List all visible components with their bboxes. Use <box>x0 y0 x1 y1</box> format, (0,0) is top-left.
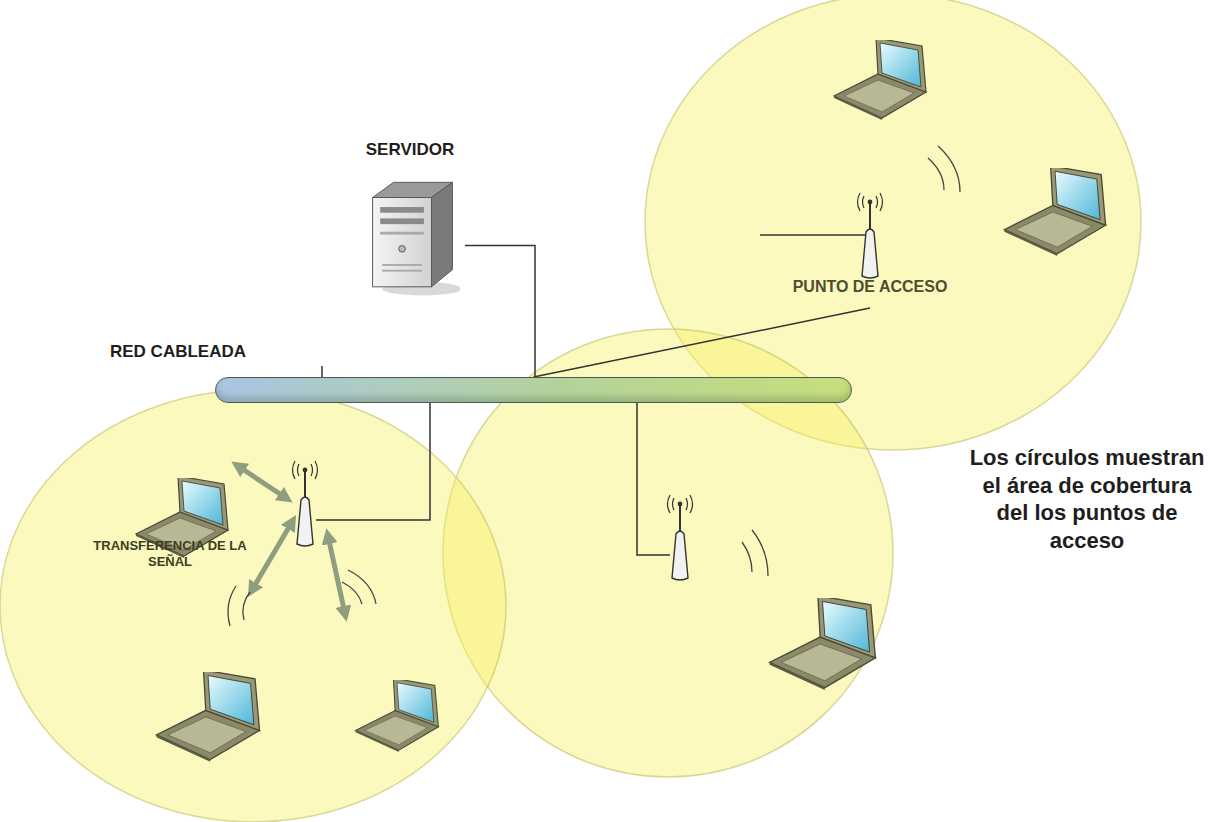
laptop <box>834 38 926 120</box>
server-node: SERVIDOR <box>355 140 465 305</box>
cable <box>760 234 865 236</box>
signal-arrow <box>238 466 286 498</box>
laptop <box>156 670 259 762</box>
node-icon <box>355 140 465 305</box>
laptop <box>1004 166 1105 256</box>
laptop <box>770 596 876 690</box>
network-cable <box>465 246 535 377</box>
signal-arrow <box>328 536 345 614</box>
access-point <box>668 495 693 580</box>
coverage-areas <box>0 0 1141 822</box>
access-point-node: PUNTO DE ACCESO <box>760 180 980 308</box>
laptop <box>356 678 439 752</box>
laptops <box>136 38 1106 762</box>
node-label: SERVIDOR <box>355 140 465 160</box>
node-label: PUNTO DE ACCESO <box>760 278 980 296</box>
coverage-circle <box>0 390 506 822</box>
cable <box>316 400 430 520</box>
access-point <box>293 461 318 546</box>
node-icon <box>858 193 883 278</box>
node-icon <box>373 182 462 295</box>
cable <box>637 400 670 555</box>
wired-network-bar: RED CABLEADA <box>215 377 852 403</box>
note-text: Los círculos muestran el área de cobertu… <box>968 444 1206 554</box>
signal-arrows <box>238 466 345 614</box>
signal-arrow <box>252 522 292 590</box>
node-label: RED CABLEADA <box>110 342 246 362</box>
signal-label: TRANSFERENCIA DE LA SEÑAL <box>85 538 255 571</box>
network-cable <box>534 308 871 377</box>
